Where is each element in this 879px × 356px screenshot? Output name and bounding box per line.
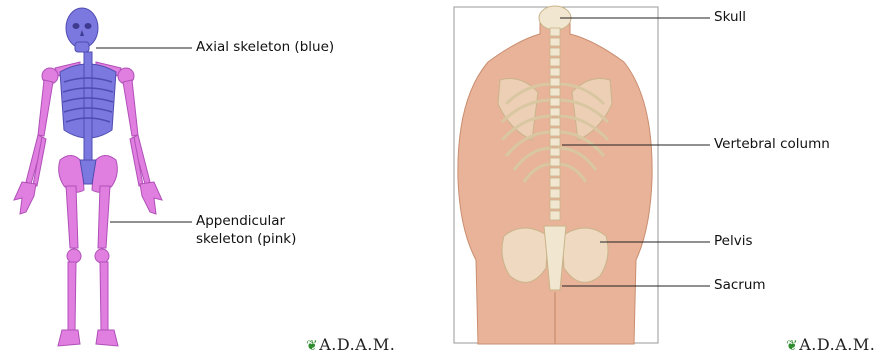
adam-leaf-icon-right: ❦ (786, 338, 798, 354)
adam-leaf-icon: ❦ (306, 338, 318, 354)
left-pelvis (502, 228, 548, 282)
pelvis-label: Pelvis (714, 233, 753, 250)
skull-label: Skull (714, 9, 746, 26)
vertebral-column-label: Vertebral column (714, 136, 830, 153)
adam-logo-text-right: A.D.A.M. (799, 335, 875, 354)
skeleton-panel: Axial skeleton (blue) Appendicular skele… (0, 0, 440, 356)
adam-logo-text: A.D.A.M. (319, 335, 395, 354)
back-view-illustration (440, 0, 879, 356)
adam-logo: ❦A.D.A.M. (306, 335, 395, 354)
back-view-panel: Skull Vertebral column Pelvis Sacrum ❦A.… (440, 0, 879, 356)
appendicular-skeleton-label-line1: Appendicular (196, 213, 285, 230)
sacrum-label: Sacrum (714, 277, 766, 294)
adam-logo-right: ❦A.D.A.M. (786, 335, 875, 354)
axial-skeleton-label: Axial skeleton (blue) (196, 39, 334, 56)
appendicular-skeleton-label-line2: skeleton (pink) (196, 231, 296, 248)
right-pelvis (562, 228, 608, 282)
